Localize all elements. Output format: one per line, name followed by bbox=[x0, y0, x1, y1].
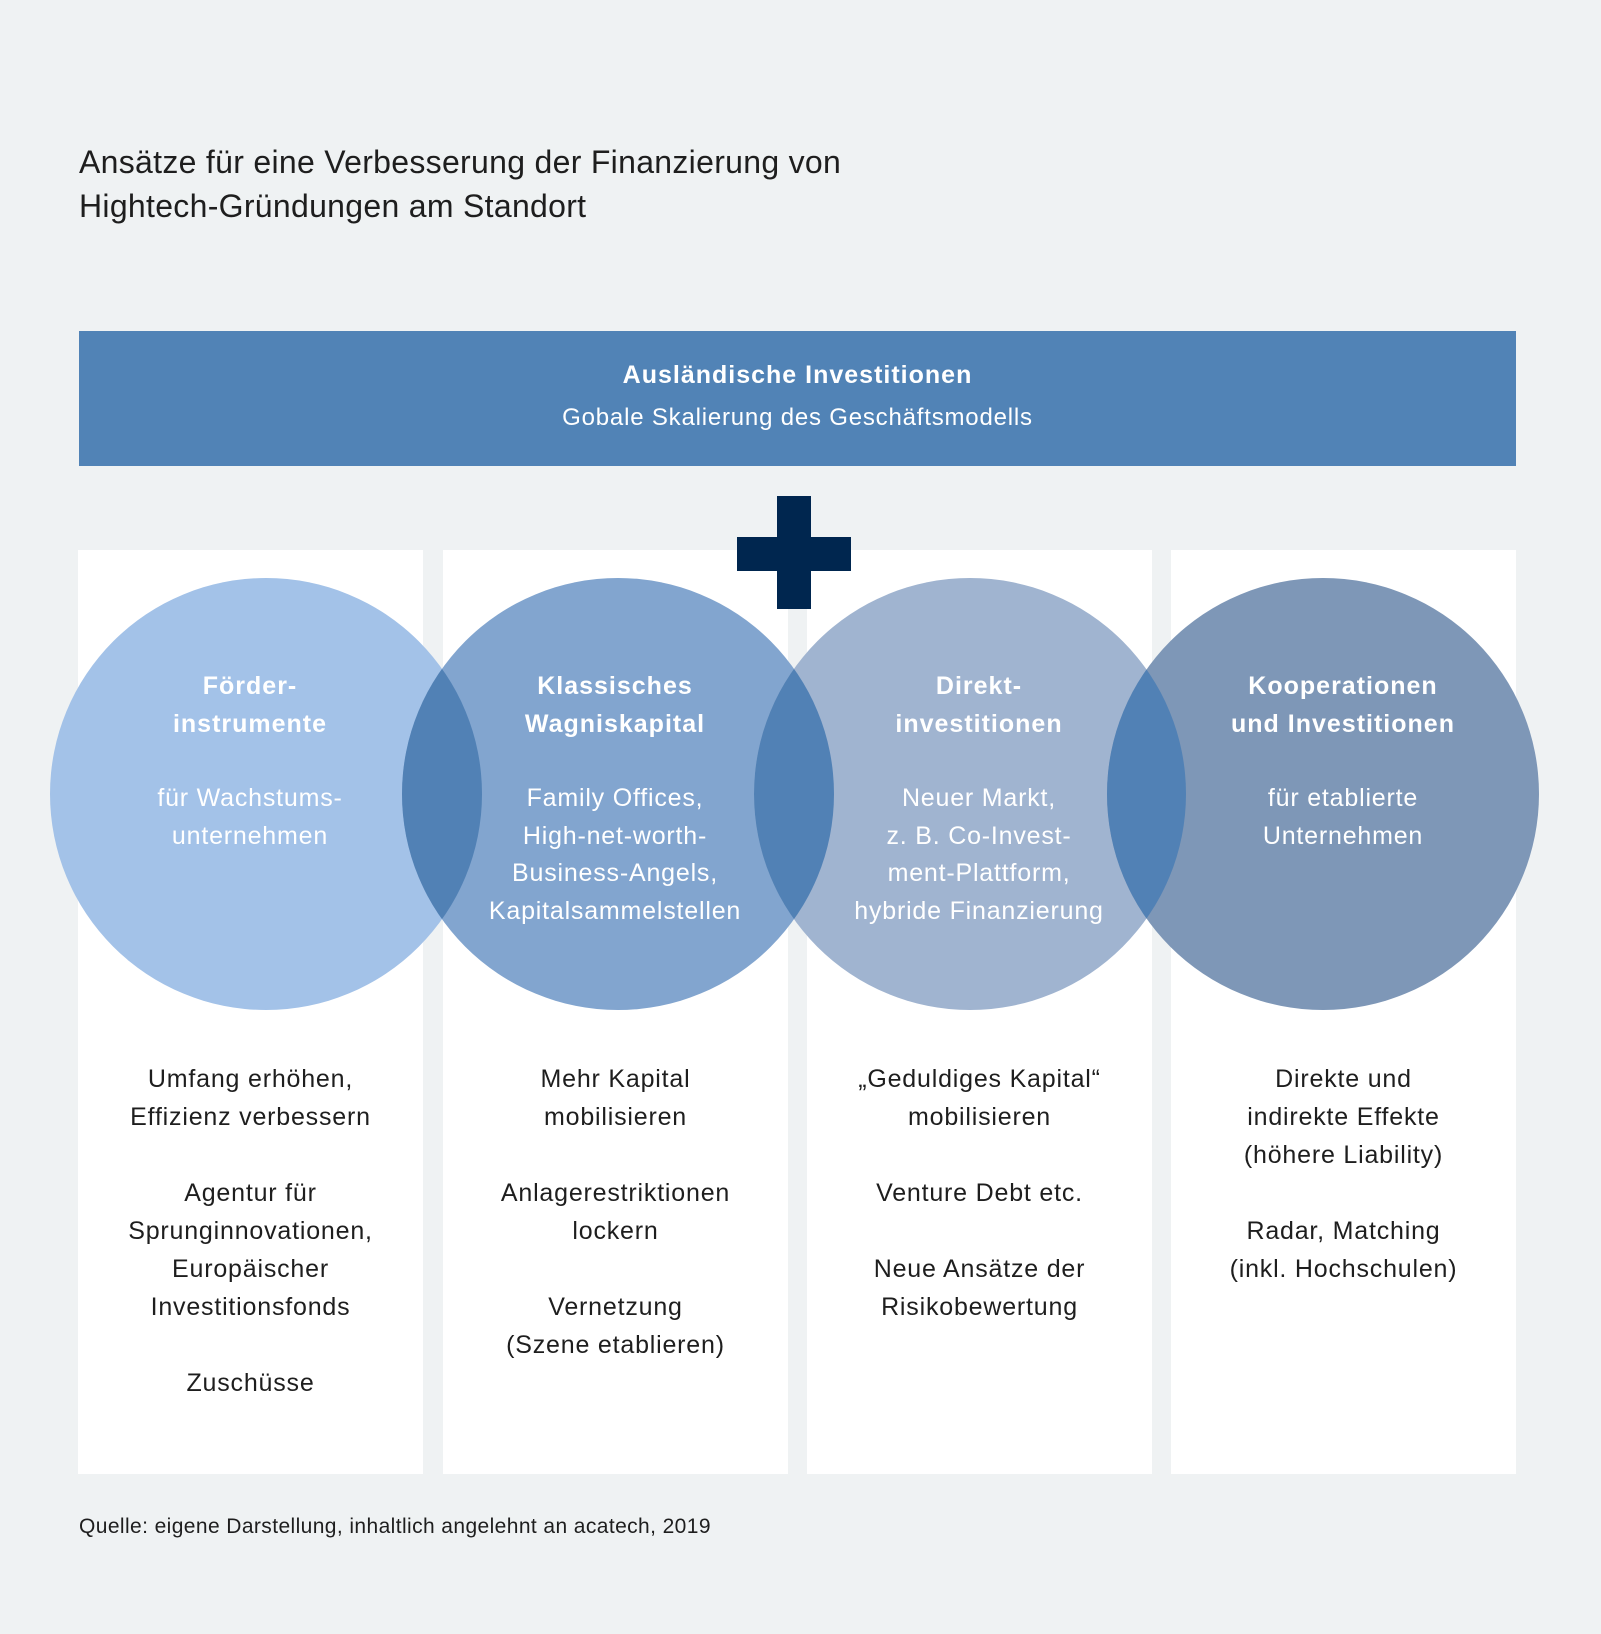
description-line: Unternehmen bbox=[1262, 821, 1424, 850]
description-line: unternehmen bbox=[171, 821, 329, 850]
measure-line: Radar, Matching bbox=[1246, 1217, 1441, 1245]
title-line: Klassisches bbox=[537, 672, 693, 700]
source-note: Quelle: eigene Darstellung, inhaltlich a… bbox=[79, 1515, 711, 1538]
measure-line: Neue Ansätze der bbox=[873, 1255, 1086, 1283]
category-circle bbox=[754, 578, 1186, 1010]
measure-item: Radar, Matching (inkl. Hochschulen) bbox=[1171, 1212, 1516, 1288]
measure-item: „Geduldiges Kapital“ mobilisieren bbox=[807, 1060, 1152, 1136]
measure-item: Zuschüsse bbox=[78, 1364, 423, 1402]
measure-line: Mehr Kapital bbox=[540, 1065, 691, 1093]
measure-line: mobilisieren bbox=[544, 1103, 687, 1131]
description-line: für etablierte bbox=[1267, 784, 1419, 812]
measure-line: Vernetzung bbox=[548, 1293, 683, 1321]
title-line: Hightech-Gründungen am Standort bbox=[79, 188, 587, 224]
category-description: für Wachstums-unternehmen bbox=[90, 780, 410, 855]
description-line: Family Offices, bbox=[526, 784, 704, 812]
description-line: High-net-worth- bbox=[522, 821, 708, 850]
category-title: Kooperationen und Investitionen bbox=[1183, 668, 1503, 743]
description-line: ment-Plattform, bbox=[887, 859, 1071, 887]
description-line: für Wachstums- bbox=[157, 784, 343, 812]
measure-line: Risikobewertung bbox=[881, 1293, 1078, 1321]
page-title: Ansätze für eine Verbesserung der Finanz… bbox=[79, 140, 841, 228]
title-line: Kooperationen bbox=[1248, 672, 1438, 700]
measure-line: indirekte Effekte bbox=[1247, 1103, 1440, 1131]
description-line: Kapitalsammelstellen bbox=[488, 896, 742, 925]
measure-item: Anlagerestriktionen lockern bbox=[443, 1174, 788, 1250]
measure-line: Agentur für bbox=[184, 1179, 317, 1207]
measure-line: Venture Debt etc. bbox=[876, 1179, 1083, 1207]
description-line: hybride Finanzierung bbox=[854, 896, 1104, 925]
banner-heading: Ausländische Investitionen bbox=[622, 361, 973, 389]
measure-line: Direkte und bbox=[1275, 1065, 1412, 1093]
title-line: Direkt- bbox=[935, 672, 1023, 700]
title-line: Ansätze für eine Verbesserung der Finanz… bbox=[79, 144, 842, 180]
measure-item: Direkte und indirekte Effekte (höhere Liab… bbox=[1171, 1060, 1516, 1174]
measure-item: Umfang erhöhen, Effizienz verbessern bbox=[78, 1060, 423, 1136]
category-circle bbox=[402, 578, 834, 1010]
foreign-investment-banner: Ausländische Investitionen Gobale Skalie… bbox=[79, 331, 1516, 466]
category-circle bbox=[1107, 578, 1539, 1010]
measure-line: Anlagerestriktionen bbox=[500, 1179, 731, 1207]
measure-item: Mehr Kapital mobilisieren bbox=[443, 1060, 788, 1136]
measure-item: Vernetzung (Szene etablieren) bbox=[443, 1288, 788, 1364]
description-line: Neuer Markt, bbox=[901, 784, 1057, 812]
measure-line: Investitionsfonds bbox=[150, 1293, 351, 1321]
measure-line: mobilisieren bbox=[908, 1103, 1051, 1131]
measure-line: Sprunginnovationen, bbox=[128, 1217, 373, 1245]
category-circle bbox=[50, 578, 482, 1010]
measure-item: Venture Debt etc. bbox=[807, 1174, 1152, 1212]
description-line: z. B. Co-Invest- bbox=[886, 821, 1072, 850]
category-description: Family Offices, High-net-worth- Business-A… bbox=[455, 780, 775, 930]
measure-line: Umfang erhöhen, bbox=[147, 1065, 354, 1093]
measure-line: (Szene etablieren) bbox=[506, 1331, 725, 1359]
banner-subheading: Gobale Skalierung des Geschäftsmodells bbox=[562, 404, 1033, 431]
measure-line: Zuschüsse bbox=[186, 1369, 315, 1397]
measure-line: Europäischer bbox=[172, 1255, 329, 1283]
circle-label: Kooperationen und Investitionen für etabli… bbox=[1183, 668, 1503, 855]
title-line: instrumente bbox=[172, 709, 328, 738]
measure-line: (inkl. Hochschulen) bbox=[1229, 1255, 1458, 1283]
category-title: Direkt-investitionen bbox=[819, 668, 1139, 743]
plus-icon-bar bbox=[737, 537, 851, 571]
circle-label: Förder-instrumente für Wachstums-unterneh… bbox=[90, 668, 410, 855]
measure-line: (höhere Liability) bbox=[1243, 1141, 1444, 1169]
measures-list: Direkte und indirekte Effekte (höhere Liab… bbox=[1171, 1060, 1516, 1326]
measure-line: Effizienz verbessern bbox=[130, 1103, 371, 1131]
category-title: Förder-instrumente bbox=[90, 668, 410, 743]
description-line: Business-Angels, bbox=[512, 859, 718, 887]
measure-line: „Geduldiges Kapital“ bbox=[858, 1065, 1101, 1093]
title-line: und Investitionen bbox=[1231, 709, 1455, 738]
title-line: investitionen bbox=[895, 709, 1063, 738]
category-description: Neuer Markt, z. B. Co-Invest-ment-Plattfo… bbox=[819, 780, 1139, 930]
title-line: Förder- bbox=[202, 672, 298, 700]
measure-line: lockern bbox=[572, 1217, 659, 1245]
title-line: Wagniskapital bbox=[524, 709, 706, 738]
